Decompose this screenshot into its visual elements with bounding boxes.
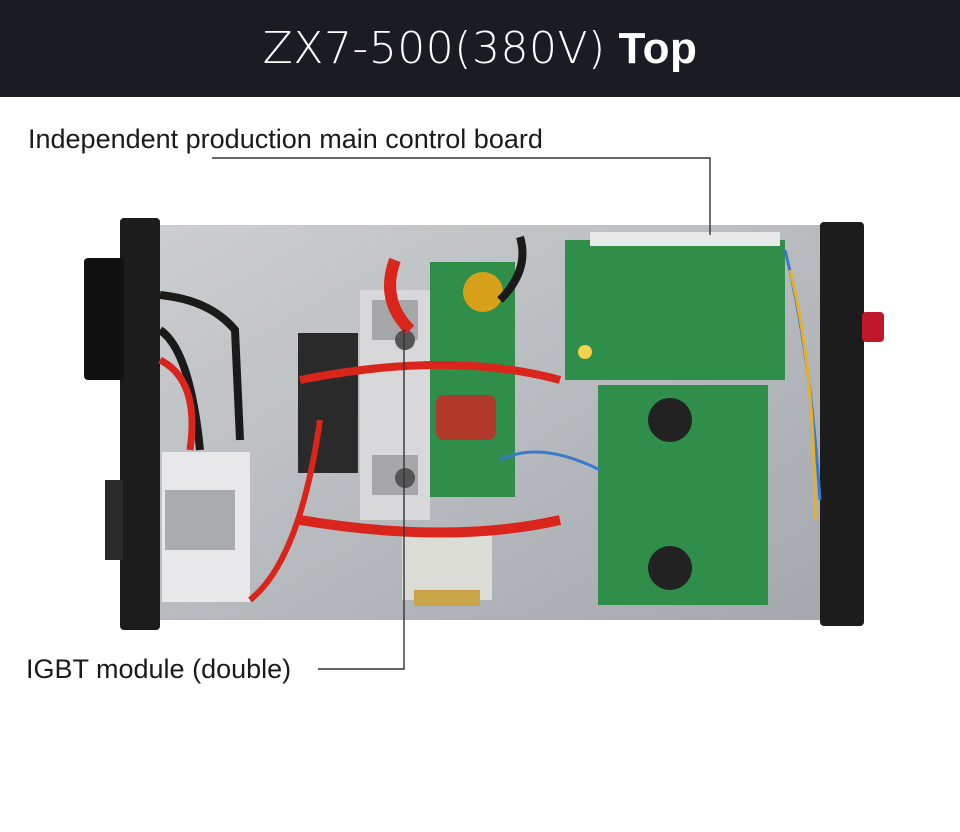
title-model: ZX7-500(380V): [262, 23, 606, 74]
page-title: ZX7-500(380V) Top: [263, 23, 698, 74]
transformer: [402, 530, 492, 600]
front-panel-left: [120, 218, 160, 630]
main-control-board: [565, 240, 785, 380]
leader-line-igbt: [318, 330, 405, 670]
rear-panel-right: [820, 222, 864, 626]
power-switch: [84, 258, 124, 380]
callout-main-control-board: Independent production main control boar…: [28, 124, 543, 154]
heatsink: [298, 333, 358, 473]
title-banner: ZX7-500(380V) Top: [0, 0, 960, 97]
red-knob: [862, 312, 884, 342]
title-suffix: Top: [618, 24, 698, 73]
toroid-coil: [463, 272, 503, 312]
leader-line-control-board: [212, 157, 711, 235]
callout-igbt-module: IGBT module (double): [26, 654, 292, 684]
capacitor: [436, 395, 496, 440]
